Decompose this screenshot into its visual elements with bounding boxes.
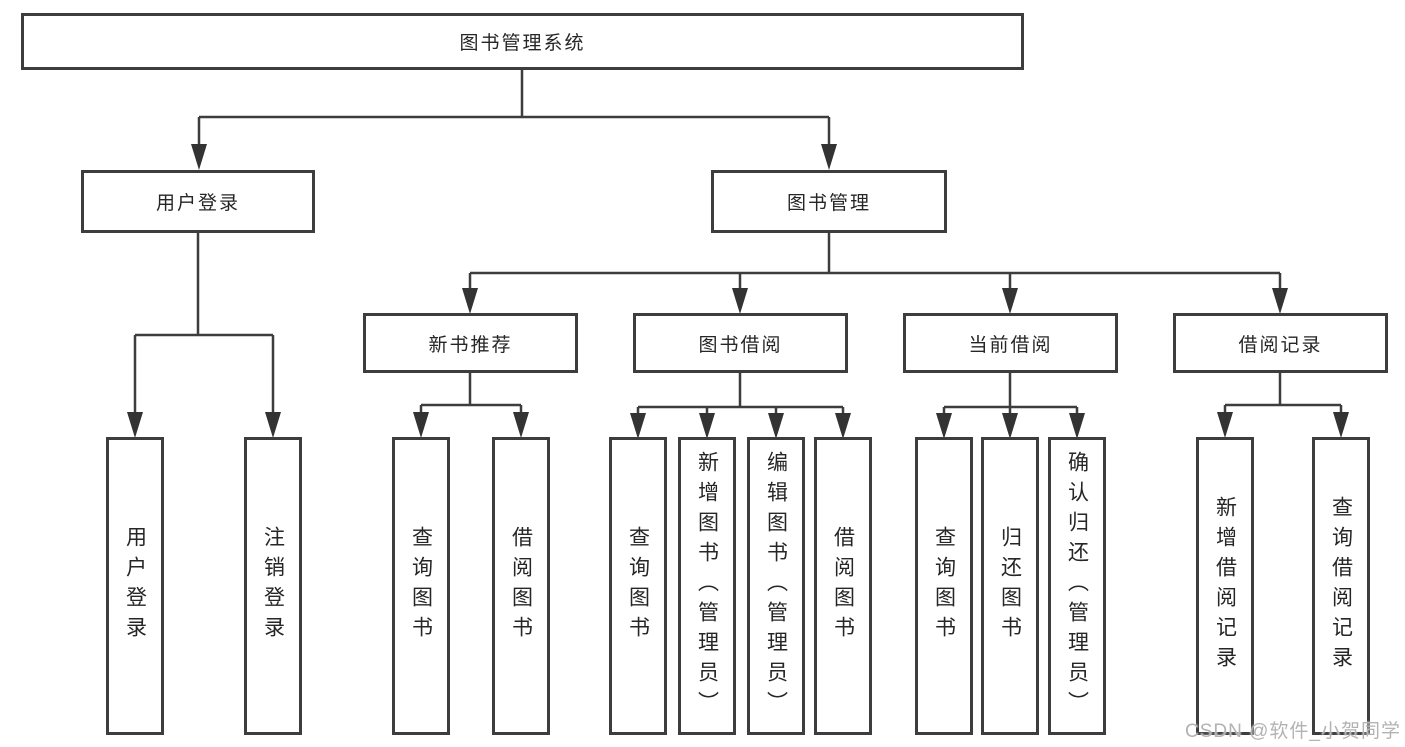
node-leaf-user-login-label: 用户登录 bbox=[123, 526, 147, 646]
node-leaf-borrow-books-recommend-label: 借阅图书 bbox=[509, 526, 533, 646]
connector-current-borrow bbox=[936, 373, 1085, 439]
node-book-borrow-label: 图书借阅 bbox=[698, 334, 783, 356]
node-leaf-query-books-current: 查询图书 bbox=[915, 437, 973, 735]
node-leaf-query-books-recommend: 查询图书 bbox=[392, 437, 450, 735]
node-leaf-edit-book-admin: 编辑图书（管理员） bbox=[747, 437, 805, 735]
node-leaf-confirm-return-admin-label: 确认归还（管理员） bbox=[1065, 451, 1089, 721]
connector-new-book-recommend bbox=[413, 373, 529, 438]
node-leaf-add-book-admin: 新增图书（管理员） bbox=[678, 437, 736, 735]
csdn-watermark: CSDN @软件_小贺同学 bbox=[1185, 721, 1401, 742]
node-leaf-query-books-borrow: 查询图书 bbox=[609, 437, 667, 735]
node-user-login-label: 用户登录 bbox=[155, 193, 240, 214]
node-leaf-query-borrow-record: 查询借阅记录 bbox=[1312, 437, 1370, 735]
node-leaf-query-borrow-record-label: 查询借阅记录 bbox=[1329, 496, 1353, 676]
node-leaf-user-login: 用户登录 bbox=[106, 437, 164, 735]
node-new-book-recommend: 新书推荐 bbox=[363, 313, 578, 373]
node-leaf-query-books-borrow-label: 查询图书 bbox=[626, 526, 650, 646]
node-leaf-edit-book-admin-label: 编辑图书（管理员） bbox=[764, 451, 788, 721]
connector-book-borrow bbox=[630, 373, 851, 439]
node-book-management: 图书管理 bbox=[711, 170, 947, 233]
node-leaf-add-borrow-record-label: 新增借阅记录 bbox=[1213, 496, 1237, 676]
node-root: 图书管理系统 bbox=[21, 13, 1024, 70]
node-new-book-recommend-label: 新书推荐 bbox=[428, 334, 513, 356]
node-leaf-confirm-return-admin: 确认归还（管理员） bbox=[1048, 437, 1106, 735]
node-leaf-logout-label: 注销登录 bbox=[261, 526, 285, 646]
node-current-borrow-label: 当前借阅 bbox=[968, 334, 1053, 356]
connector-borrow-records bbox=[1217, 373, 1349, 438]
node-leaf-borrow-books-label: 借阅图书 bbox=[831, 526, 855, 646]
node-book-borrow: 图书借阅 bbox=[633, 313, 848, 373]
node-leaf-add-book-admin-label: 新增图书（管理员） bbox=[695, 451, 719, 721]
node-leaf-borrow-books: 借阅图书 bbox=[814, 437, 872, 735]
node-borrow-records-label: 借阅记录 bbox=[1238, 334, 1323, 356]
connector-root bbox=[191, 70, 837, 170]
node-user-login: 用户登录 bbox=[81, 170, 315, 233]
connector-book-management bbox=[462, 233, 1288, 314]
connector-user-login bbox=[127, 233, 281, 438]
node-leaf-return-books: 归还图书 bbox=[981, 437, 1039, 735]
node-leaf-return-books-label: 归还图书 bbox=[998, 526, 1022, 646]
node-leaf-add-borrow-record: 新增借阅记录 bbox=[1196, 437, 1254, 735]
node-leaf-borrow-books-recommend: 借阅图书 bbox=[492, 437, 550, 735]
node-borrow-records: 借阅记录 bbox=[1173, 313, 1388, 373]
node-root-label: 图书管理系统 bbox=[459, 33, 586, 54]
node-leaf-query-books-current-label: 查询图书 bbox=[932, 526, 956, 646]
node-leaf-logout: 注销登录 bbox=[244, 437, 302, 735]
node-leaf-query-books-recommend-label: 查询图书 bbox=[409, 526, 433, 646]
node-current-borrow: 当前借阅 bbox=[903, 313, 1118, 373]
node-book-management-label: 图书管理 bbox=[786, 193, 871, 214]
